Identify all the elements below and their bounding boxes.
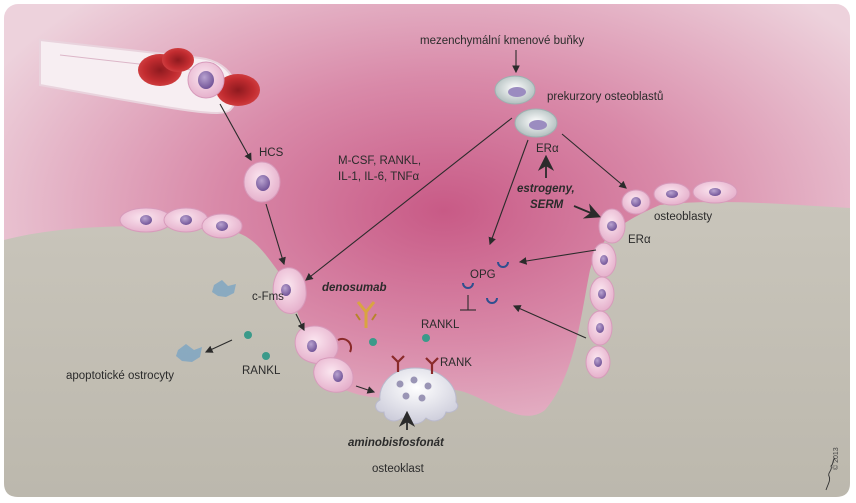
label-cytokines-2: IL-1, IL-6, TNFα — [338, 171, 420, 183]
rank-receptor — [391, 355, 405, 372]
drug-action-arrows — [398, 154, 601, 430]
rankl-dot — [422, 334, 430, 342]
hcs-cell — [243, 161, 281, 203]
rankl-dot — [244, 331, 252, 339]
label-apoptotic: apoptotické ostrocyty — [66, 370, 174, 382]
bone-tissue — [4, 201, 850, 497]
osteoclast-precursors — [272, 267, 354, 393]
blood-vessel — [39, 38, 260, 114]
osteoclast-cell — [375, 355, 459, 425]
osteoblast-precursor-cells — [494, 75, 558, 138]
nucleus — [198, 71, 214, 89]
red-blood-cell — [162, 48, 194, 72]
copyright-text: © 2013 — [832, 447, 840, 470]
label-precursors: prekurzory osteoblastů — [547, 91, 663, 103]
label-mesenchymal: mezenchymální kmenové buňky — [420, 35, 585, 47]
lining-cells-left — [119, 207, 243, 239]
rank-receptor — [425, 357, 439, 374]
label-osteoclast: osteoklast — [372, 463, 425, 475]
label-cytokines-1: M-CSF, RANKL, — [338, 155, 421, 167]
apoptotic-osteocyte — [212, 280, 236, 297]
red-blood-cell — [216, 74, 260, 106]
label-rankl-left: RANKL — [242, 365, 281, 377]
pathway-arrows — [204, 50, 627, 394]
rankl-dot — [369, 338, 377, 346]
apoptotic-osteocyte — [176, 344, 202, 362]
label-rankl-center: RANKL — [421, 319, 460, 331]
label-hcs: HCS — [259, 147, 284, 159]
label-estrogens-2: SERM — [530, 199, 564, 211]
artist-signature — [825, 457, 836, 491]
label-estrogens-1: estrogeny, — [517, 183, 575, 195]
label-rank: RANK — [440, 357, 472, 369]
denosumab-antibody — [355, 301, 377, 328]
label-er-alpha-top: ERα — [536, 143, 559, 155]
rankl-dot — [262, 352, 270, 360]
label-osteoblasts: osteoblasty — [654, 211, 712, 223]
label-aminobisphosphonate: aminobisfosfonát — [348, 437, 445, 449]
label-cfms: c-Fms — [252, 291, 284, 303]
label-denosumab: denosumab — [322, 282, 387, 294]
label-opg: OPG — [470, 269, 496, 281]
opg-molecules — [462, 261, 509, 304]
osteoblast-cells — [585, 180, 738, 379]
label-er-alpha-right: ERα — [628, 234, 651, 246]
